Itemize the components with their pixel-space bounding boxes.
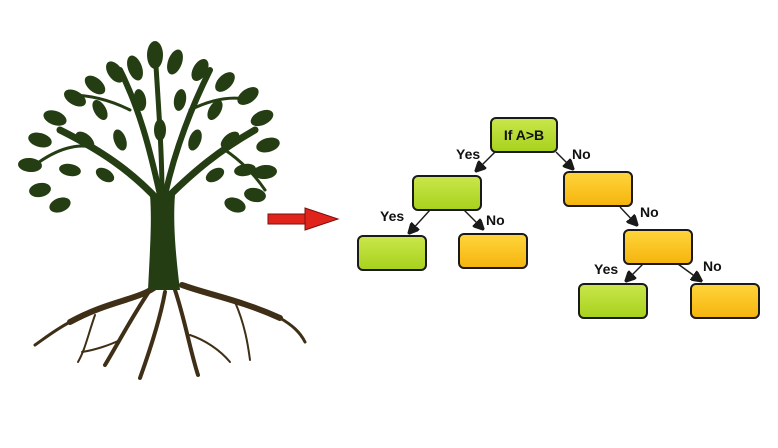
tree-icon [18, 41, 307, 380]
edge-rightmid-yes [627, 263, 644, 280]
edge-label-root-no: No [572, 146, 591, 162]
tree-connectors [410, 151, 700, 280]
right-mid-node [623, 229, 693, 265]
edge-left-no [463, 209, 482, 228]
root-node-label: If A>B [503, 127, 545, 143]
edge-label-root-yes: Yes [456, 146, 481, 162]
left-child-node [412, 175, 482, 211]
left-left-leaf-node [357, 235, 427, 271]
edge-label-rightmid-yes: Yes [594, 261, 619, 277]
edge-label-left-no: No [486, 212, 505, 228]
edge-label-right-no: No [640, 204, 659, 220]
right-right-leaf-node [690, 283, 760, 319]
edge-right-no [619, 206, 636, 224]
edge-label-left-yes: Yes [380, 208, 405, 224]
edge-label-rightmid-no: No [703, 258, 722, 274]
edge-rightmid-no [677, 263, 700, 280]
root-node: If A>B [490, 117, 558, 153]
edge-root-no [555, 151, 572, 168]
right-arrow-icon [267, 207, 340, 231]
right-child-node [563, 171, 633, 207]
right-left-leaf-node [578, 283, 648, 319]
edge-left-yes [410, 209, 431, 232]
edge-root-yes [477, 151, 496, 170]
left-right-leaf-node [458, 233, 528, 269]
